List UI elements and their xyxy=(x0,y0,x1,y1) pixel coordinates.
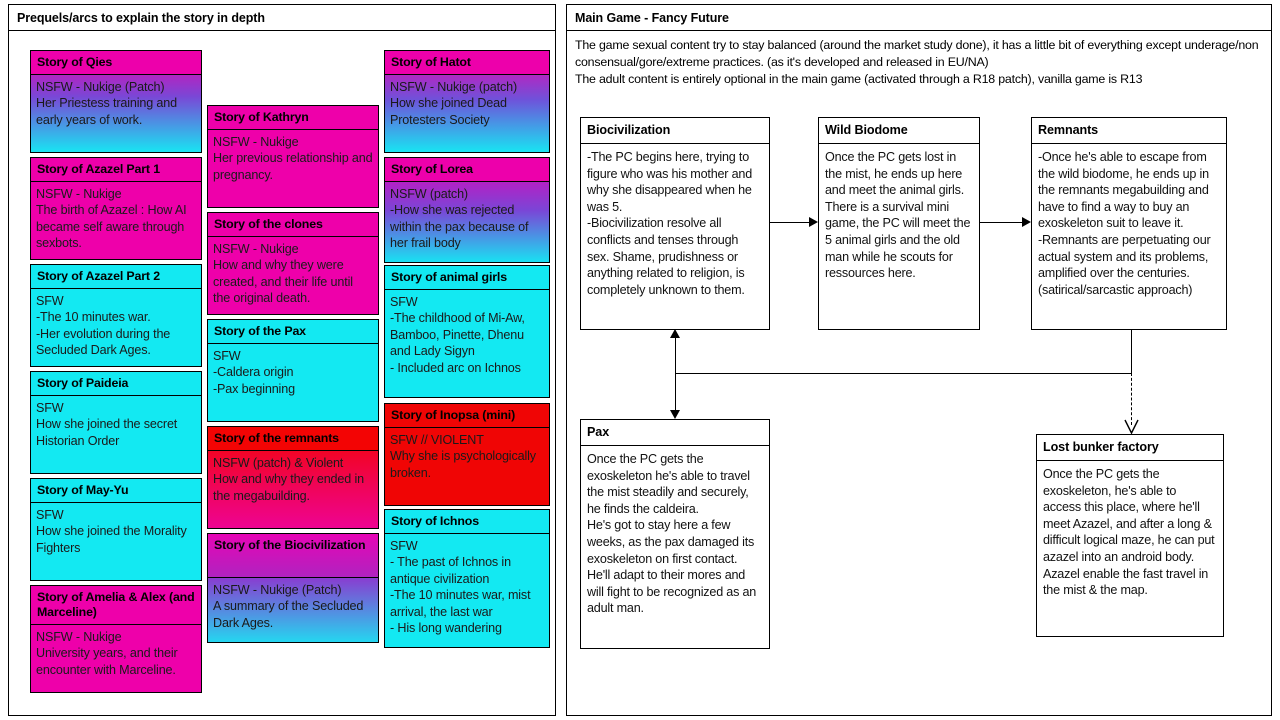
flow-node-title: Remnants xyxy=(1032,118,1226,144)
story-card-azazel-part-1: Story of Azazel Part 1 NSFW - Nukige The… xyxy=(30,157,202,260)
story-card-remnants: Story of the remnants NSFW (patch) & Vio… xyxy=(207,426,379,529)
arrow-head-to-remnants xyxy=(1022,217,1031,227)
connector-biocivilization-pax xyxy=(675,337,676,412)
story-card-title: Story of Ichnos xyxy=(385,510,549,534)
story-card-qies: Story of Qies NSFW - Nukige (Patch) Her … xyxy=(30,50,202,153)
story-card-amelia-alex-marceline: Story of Amelia & Alex (and Marceline) N… xyxy=(30,585,202,693)
connector-dashed-to-lost-bunker-factory xyxy=(1131,373,1132,425)
story-card-title: Story of Kathryn xyxy=(208,106,378,130)
story-card-title: Story of Inopsa (mini) xyxy=(385,404,549,428)
story-card-body: SFW -The childhood of Mi-Aw, Bamboo, Pin… xyxy=(390,295,525,375)
flow-node-body: -The PC begins here, trying to figure wh… xyxy=(587,150,753,297)
story-card-body: NSFW - Nukige How and why they were crea… xyxy=(213,242,353,306)
story-card-title: Story of Azazel Part 2 xyxy=(31,265,201,289)
flow-node-pax: Pax Once the PC gets the exoskeleton he'… xyxy=(580,419,770,649)
flow-node-body: -Once he's able to escape from the wild … xyxy=(1038,150,1211,297)
flow-node-title: Biocivilization xyxy=(581,118,769,144)
story-card-body: SFW - The past of Ichnos in antique civi… xyxy=(390,539,531,636)
flow-node-body: Once the PC gets lost in the mist, he en… xyxy=(825,150,971,281)
story-card-body: NSFW - Nukige University years, and thei… xyxy=(36,630,178,677)
connector-remnants-drop xyxy=(1131,330,1132,374)
story-card-body: NSFW - Nukige (Patch) Her Priestess trai… xyxy=(36,80,177,127)
story-card-title: Story of Lorea xyxy=(385,158,549,182)
story-card-title: Story of Hatot xyxy=(385,51,549,75)
story-card-body: SFW // VIOLENT Why she is psychologicall… xyxy=(390,433,536,480)
story-card-body: NSFW - Nukige The birth of Azazel : How … xyxy=(36,187,187,251)
story-card-animal-girls: Story of animal girls SFW -The childhood… xyxy=(384,265,550,398)
story-card-body: SFW -The 10 minutes war. -Her evolution … xyxy=(36,294,171,358)
connector-wild-biodome-to-remnants xyxy=(980,222,1023,223)
flow-node-title: Pax xyxy=(581,420,769,446)
flow-node-lost-bunker-factory: Lost bunker factory Once the PC gets the… xyxy=(1036,434,1224,637)
story-card-title: Story of the remnants xyxy=(208,427,378,451)
arrow-head-down-to-pax xyxy=(670,410,680,419)
flow-node-wild-biodome: Wild Biodome Once the PC gets lost in th… xyxy=(818,117,980,330)
connector-remnants-to-pax-line xyxy=(675,373,1132,374)
story-card-title: Story of the Pax xyxy=(208,320,378,344)
story-card-clones: Story of the clones NSFW - Nukige How an… xyxy=(207,212,379,315)
story-card-body: NSFW - Nukige (patch) How she joined Dea… xyxy=(390,80,518,127)
story-card-title: Story of the clones xyxy=(208,213,378,237)
flow-node-body: Once the PC gets the exoskeleton he's ab… xyxy=(587,452,757,616)
story-card-body: NSFW - Nukige Her previous relationship … xyxy=(213,135,373,182)
story-card-title: Story of Amelia & Alex (and Marceline) xyxy=(31,586,201,625)
main-game-panel-title: Main Game - Fancy Future xyxy=(567,5,1271,31)
story-card-azazel-part-2: Story of Azazel Part 2 SFW -The 10 minut… xyxy=(30,264,202,367)
connector-biocivilization-to-wild-biodome xyxy=(770,222,810,223)
story-card-title: Story of animal girls xyxy=(385,266,549,290)
arrow-head-up-to-biocivilization xyxy=(670,329,680,338)
story-card-title: Story of Paideia xyxy=(31,372,201,396)
story-card-hatot: Story of Hatot NSFW - Nukige (patch) How… xyxy=(384,50,550,153)
flow-node-remnants: Remnants -Once he's able to escape from … xyxy=(1031,117,1227,330)
story-card-paideia: Story of Paideia SFW How she joined the … xyxy=(30,371,202,474)
arrow-head-open-to-lost-bunker-factory xyxy=(1124,419,1139,435)
story-card-title: Story of the Biocivilization xyxy=(208,534,378,578)
story-card-title: Story of Azazel Part 1 xyxy=(31,158,201,182)
flow-node-title: Lost bunker factory xyxy=(1037,435,1223,461)
story-card-body: SFW How she joined the secret Historian … xyxy=(36,401,178,448)
story-card-title: Story of Qies xyxy=(31,51,201,75)
story-card-pax: Story of the Pax SFW -Caldera origin -Pa… xyxy=(207,319,379,422)
story-card-ichnos: Story of Ichnos SFW - The past of Ichnos… xyxy=(384,509,550,648)
flow-node-body: Once the PC gets the exoskeleton, he's a… xyxy=(1043,467,1215,598)
story-card-title: Story of May-Yu xyxy=(31,479,201,503)
story-card-body: NSFW - Nukige (Patch) A summary of the S… xyxy=(213,583,364,630)
story-card-lorea: Story of Lorea NSFW (patch) -How she was… xyxy=(384,157,550,263)
story-card-kathryn: Story of Kathryn NSFW - Nukige Her previ… xyxy=(207,105,379,208)
flow-node-title: Wild Biodome xyxy=(819,118,979,144)
story-card-inopsa: Story of Inopsa (mini) SFW // VIOLENT Wh… xyxy=(384,403,550,506)
story-card-body: NSFW (patch) -How she was rejected withi… xyxy=(390,187,529,251)
prequels-panel-title: Prequels/arcs to explain the story in de… xyxy=(9,5,555,31)
main-game-intro-text: The game sexual content try to stay bala… xyxy=(575,38,1259,86)
story-card-body: SFW How she joined the Morality Fighters xyxy=(36,508,187,555)
arrow-head-to-wild-biodome xyxy=(809,217,818,227)
story-card-body: NSFW (patch) & Violent How and why they … xyxy=(213,456,364,503)
story-card-body: SFW -Caldera origin -Pax beginning xyxy=(213,349,295,396)
story-card-may-yu: Story of May-Yu SFW How she joined the M… xyxy=(30,478,202,581)
story-card-biocivilization: Story of the Biocivilization NSFW - Nuki… xyxy=(207,533,379,643)
flow-node-biocivilization: Biocivilization -The PC begins here, try… xyxy=(580,117,770,330)
